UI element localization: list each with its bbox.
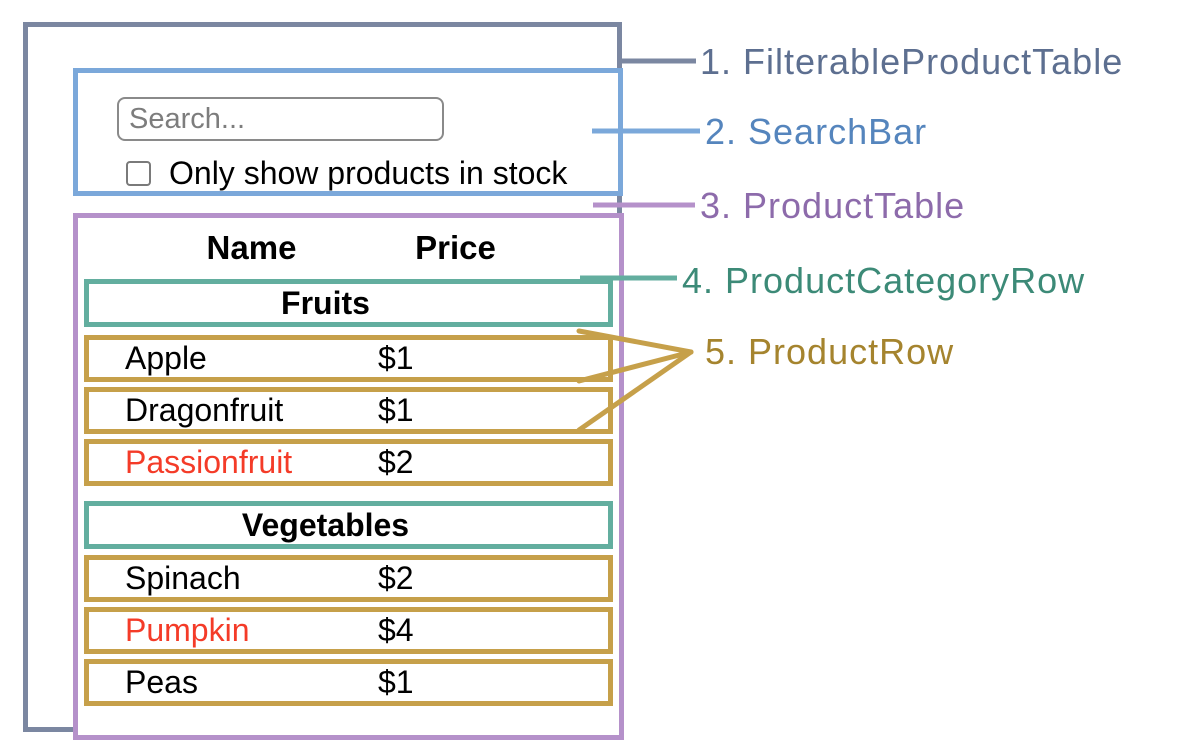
product-row-apple: Apple $1 [84,335,613,382]
product-name-out-of-stock: Passionfruit [125,444,293,480]
legend-product-table: 3. ProductTable [700,185,966,226]
product-name-out-of-stock: Pumpkin [125,612,250,648]
product-row-dragonfruit: Dragonfruit $1 [84,387,613,434]
product-price: $1 [378,340,414,376]
product-price: $2 [378,560,414,596]
legend-search-bar: 2. SearchBar [705,111,928,152]
column-header-name: Name [206,229,297,266]
product-category-row-vegetables: Vegetables [84,501,613,549]
product-price: $4 [378,612,414,648]
legend-product-category-row: 4. ProductCategoryRow [682,260,1086,301]
search-input[interactable] [117,97,444,141]
product-price: $2 [378,444,414,480]
in-stock-checkbox[interactable] [126,161,151,186]
product-row-pumpkin: Pumpkin $4 [84,607,613,654]
column-header-price: Price [415,229,496,266]
product-row-peas: Peas $1 [84,659,613,706]
in-stock-checkbox-label: Only show products in stock [169,155,568,191]
legend-product-row: 5. ProductRow [705,331,955,372]
in-stock-filter-row: Only show products in stock [126,155,567,192]
product-price: $1 [378,392,414,428]
product-name: Peas [125,664,198,700]
product-name: Spinach [125,560,241,596]
product-row-passionfruit: Passionfruit $2 [84,439,613,486]
product-table-box: Name Price Fruits Apple $1 Dragonfruit $… [73,213,624,740]
filterable-product-table-box: Only show products in stock Name Price F… [23,22,624,740]
product-row-spinach: Spinach $2 [84,555,613,602]
search-bar-box: Only show products in stock [73,68,623,196]
product-name: Apple [125,340,207,376]
product-category-row-fruits: Fruits [84,279,613,327]
product-price: $1 [378,664,414,700]
product-name: Dragonfruit [125,392,284,428]
legend-filterable-product-table: 1. FilterableProductTable [700,41,1124,82]
